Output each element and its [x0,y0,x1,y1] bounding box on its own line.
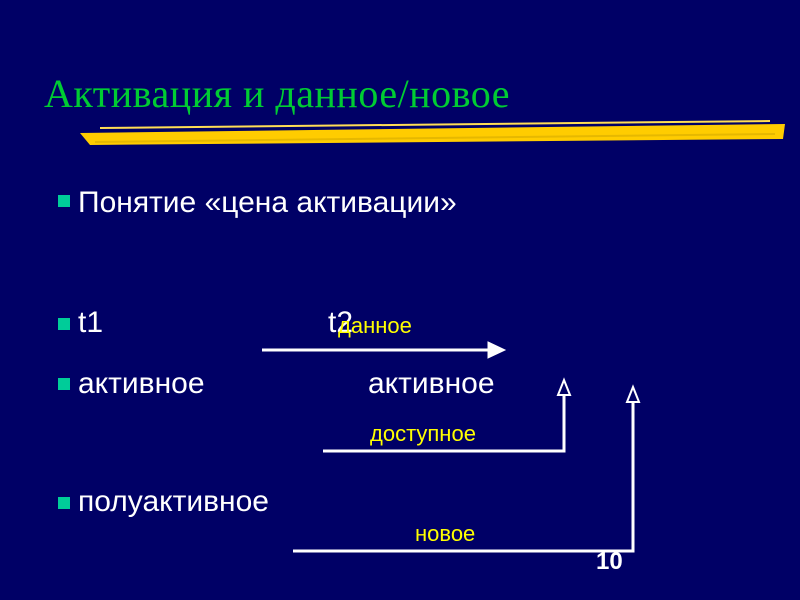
slide-number: 10 [596,548,623,576]
label-given: данное [338,313,412,339]
accessible-arrowhead [558,380,570,395]
label-accessible: доступное [370,421,476,447]
new-arrowhead [627,387,639,402]
label-new: новое [415,521,475,547]
given-arrowhead [488,342,505,358]
